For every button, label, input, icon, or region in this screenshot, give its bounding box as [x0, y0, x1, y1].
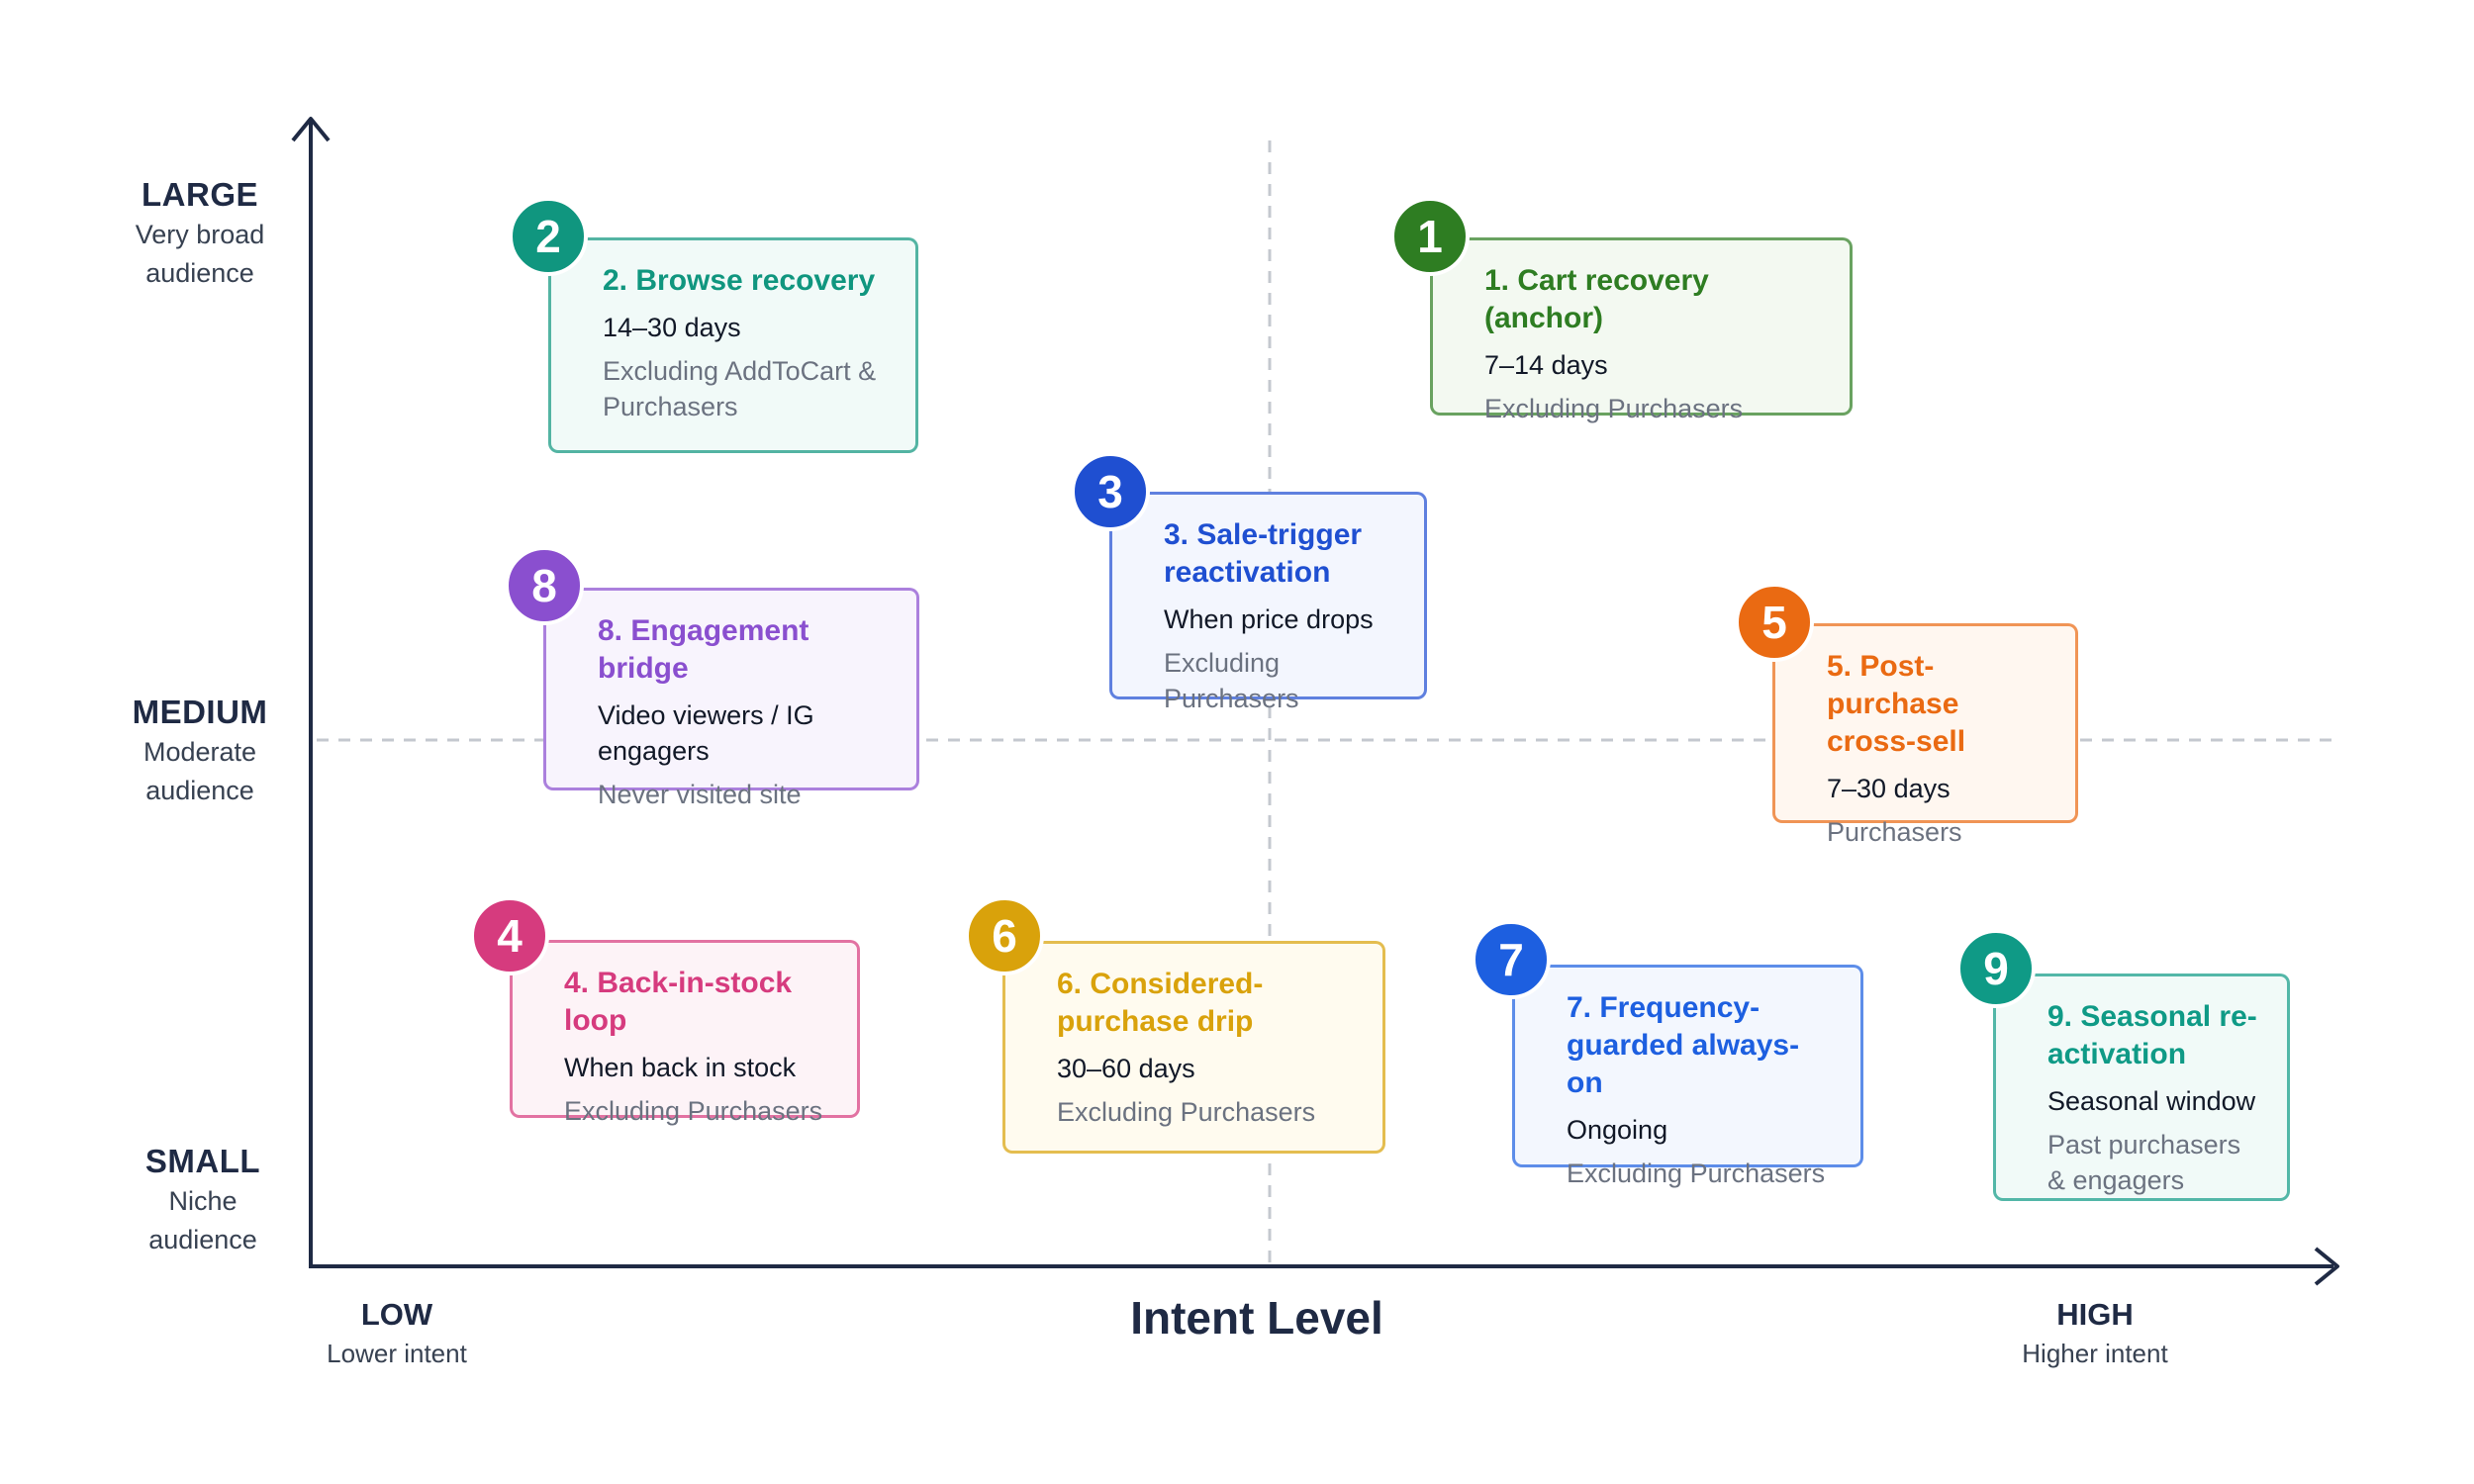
card-audience: Excluding Purchasers	[1567, 1159, 1826, 1188]
x-axis-arrow-icon	[2314, 1247, 2339, 1286]
card-frequency-guarded-always-on: 7. Frequency-guarded always-on Ongoing E…	[1512, 965, 1863, 1188]
card-title: 6. Considered-purchase drip	[1057, 968, 1264, 1038]
number-badge-7: 7	[1472, 920, 1551, 999]
y-level-small-label: SMALL	[144, 1143, 261, 1179]
card-audience: Excluding Purchasers	[1164, 648, 1299, 713]
number-badge-3: 3	[1071, 452, 1150, 531]
number-badge-1: 1	[1390, 197, 1470, 276]
card-window: 7–14 days	[1484, 350, 1608, 380]
y-level-large-desc-2: audience	[145, 258, 254, 288]
number-badge-6: 6	[965, 896, 1044, 975]
card-sale-trigger-reactivation: 3. Sale-trigger reactivation When price …	[1109, 492, 1427, 713]
number-badge-9: 9	[1956, 929, 2036, 1008]
card-audience: Excluding AddToCart & Purchasers	[603, 356, 877, 421]
card-audience: Excluding Purchasers	[564, 1096, 823, 1126]
card-post-purchase-cross-sell: 5. Post-purchase cross-sell 7–30 days Pu…	[1772, 623, 2078, 847]
number-badge-8: 8	[505, 546, 584, 625]
card-seasonal-re-activation: 9. Seasonal re-activation Seasonal windo…	[1993, 974, 2290, 1201]
card-window: 14–30 days	[603, 313, 741, 342]
x-axis-title: Intent Level	[1130, 1292, 1383, 1344]
card-considered-purchase-drip: 6. Considered-purchase drip 30–60 days E…	[1002, 941, 1385, 1154]
card-browse-recovery: 2. Browse recovery 14–30 days Excluding …	[548, 237, 918, 453]
y-level-medium: MEDIUM Moderate audience	[81, 694, 319, 808]
card-window: Ongoing	[1567, 1115, 1668, 1145]
y-level-large: LARGE Very broad audience	[81, 176, 319, 291]
card-window: Seasonal window	[2047, 1086, 2256, 1116]
card-audience: Purchasers	[1827, 817, 1962, 847]
card-audience: Never visited site	[598, 780, 802, 809]
card-title: 1. Cart recovery (anchor)	[1484, 264, 1709, 334]
card-title: 3. Sale-trigger reactivation	[1164, 518, 1363, 589]
x-level-high: HIGH Higher intent	[1966, 1297, 2224, 1369]
y-level-large-desc-1: Very broad	[135, 220, 265, 249]
card-title: 4. Back-in-stock loop	[564, 967, 793, 1037]
card-engagement-bridge: 8. Engagement bridge Video viewers / IG …	[543, 588, 919, 809]
card-window: 7–30 days	[1827, 774, 1951, 803]
card-window: When price drops	[1164, 604, 1374, 634]
card-audience: Excluding Purchasers	[1484, 394, 1744, 423]
x-level-high-label: HIGH	[2056, 1297, 2134, 1332]
card-window: Video viewers / IG engagers	[598, 700, 814, 766]
card-window: 30–60 days	[1057, 1054, 1195, 1083]
card-title: 7. Frequency-guarded always-on	[1567, 991, 1800, 1099]
card-audience: Past purchasers & engagers	[2047, 1130, 2241, 1195]
x-level-low-desc: Lower intent	[327, 1339, 467, 1368]
number-badge-2: 2	[509, 197, 588, 276]
y-level-small-desc-1: Niche	[168, 1186, 238, 1216]
x-level-high-desc: Higher intent	[2022, 1339, 2168, 1368]
y-level-small: SMALL Niche audience	[84, 1143, 322, 1257]
number-badge-5: 5	[1735, 583, 1814, 662]
number-badge-4: 4	[470, 896, 549, 975]
card-audience: Excluding Purchasers	[1057, 1097, 1316, 1127]
card-title: 8. Engagement bridge	[598, 614, 809, 685]
x-level-low: LOW Lower intent	[268, 1297, 525, 1369]
card-back-in-stock-loop: 4. Back-in-stock loop When back in stock…	[510, 940, 860, 1126]
y-axis-arrow-icon	[291, 117, 331, 142]
card-title: 2. Browse recovery	[603, 264, 876, 297]
y-level-medium-label: MEDIUM	[132, 694, 268, 730]
card-title: 9. Seasonal re-activation	[2047, 1000, 2257, 1070]
y-level-medium-desc-1: Moderate	[143, 737, 257, 767]
card-window: When back in stock	[564, 1053, 797, 1082]
y-level-small-desc-2: audience	[148, 1225, 257, 1254]
x-level-low-label: LOW	[360, 1297, 433, 1332]
y-level-medium-desc-2: audience	[145, 776, 254, 805]
card-title: 5. Post-purchase cross-sell	[1827, 650, 1966, 758]
card-cart-recovery: 1. Cart recovery (anchor) 7–14 days Excl…	[1430, 237, 1853, 423]
y-level-large-label: LARGE	[142, 176, 258, 213]
